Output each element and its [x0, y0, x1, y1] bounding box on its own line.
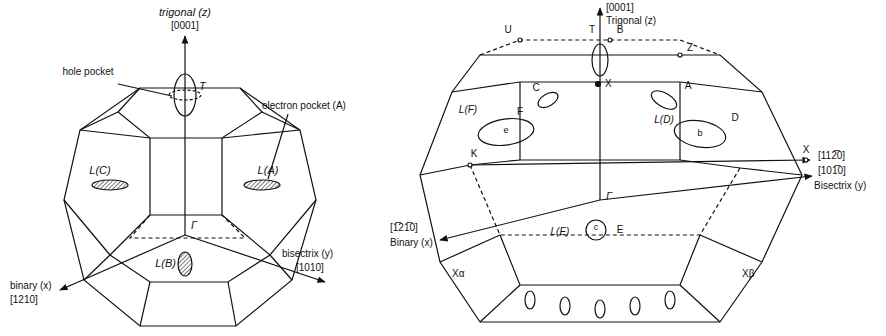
- pocket-label: A: [685, 80, 692, 91]
- pocket-letter: c: [594, 223, 599, 233]
- pocket-label: E: [617, 224, 624, 235]
- point-label: Xβ: [742, 268, 754, 279]
- callout-label: hole pocket: [62, 66, 113, 77]
- pocket-label: F: [517, 106, 523, 117]
- callout-label: electron pocket (A): [262, 100, 346, 111]
- pocket-label: L(A): [258, 164, 279, 176]
- axis-index: [1̅21̅0]: [390, 222, 418, 233]
- axis-label: trigonal (z): [159, 6, 211, 18]
- point-label: Γ: [191, 219, 197, 231]
- point-label: X: [605, 78, 612, 89]
- point-label: K: [471, 148, 478, 159]
- axis-label: Bisectrix (y): [814, 180, 866, 191]
- point-label: X: [803, 144, 810, 155]
- point-label: Γ: [606, 190, 612, 202]
- point-label: Xα: [452, 268, 464, 279]
- pocket-label: L(F): [459, 104, 477, 115]
- pocket-label: L(C): [89, 164, 110, 176]
- pocket-label: L(B): [155, 257, 176, 269]
- pocket-label: C: [532, 82, 539, 93]
- pocket-label: D: [731, 112, 738, 123]
- axis-index: [0001]: [606, 2, 634, 13]
- axis-index: [112̅0]: [818, 150, 845, 161]
- pocket-letter: e: [503, 126, 508, 136]
- axis-index: [1010]: [296, 262, 324, 273]
- point-label: U: [504, 24, 511, 35]
- pocket-label: L(D): [654, 114, 673, 125]
- pocket-label: L(E): [551, 226, 570, 237]
- axis-index: [0001]: [171, 20, 199, 31]
- axis-label: bisectrix (y): [282, 248, 333, 259]
- point-label: T: [589, 24, 595, 35]
- axis-index: [1210]: [10, 294, 38, 305]
- axis-index: [101̅0]: [818, 165, 846, 176]
- point-label: Z: [687, 42, 693, 53]
- axis-label: Binary (x): [390, 237, 433, 248]
- pocket-letter: b: [697, 129, 702, 139]
- point-label: B: [617, 24, 624, 35]
- point-label: T: [199, 80, 206, 92]
- axis-label: binary (x): [10, 280, 52, 291]
- axis-label: Trigonal (z): [606, 15, 656, 26]
